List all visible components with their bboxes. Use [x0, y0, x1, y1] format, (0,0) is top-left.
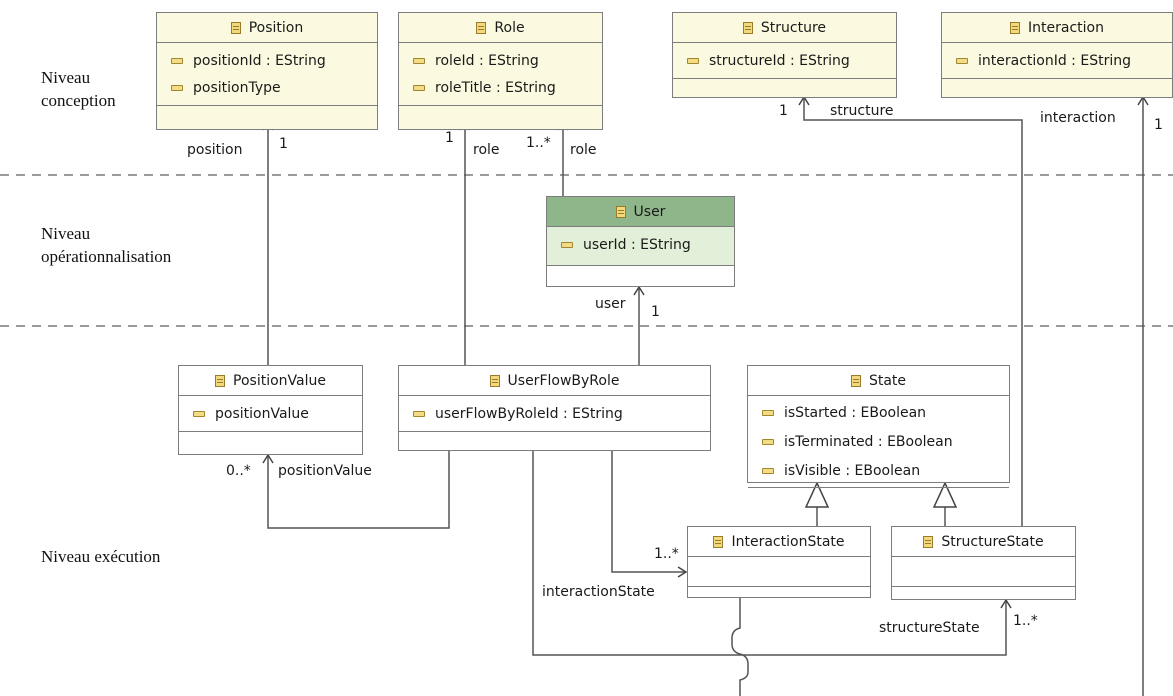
edge-userflowbyrole-structurestate — [532, 450, 1007, 656]
attribute[interactable]: isTerminated : EBoolean — [748, 427, 1009, 456]
edge-structurestate-structure — [803, 97, 1023, 526]
class-icon — [1010, 21, 1021, 34]
class-icon — [713, 535, 724, 548]
edge-label-interaction-multiplicity: 1 — [1154, 117, 1163, 133]
class-icon — [230, 21, 241, 34]
attribute[interactable]: isStarted : EBoolean — [748, 398, 1009, 427]
attribute-icon — [956, 57, 968, 64]
attribute[interactable]: interactionId : EString — [942, 47, 1172, 74]
class-user[interactable]: User userId : EString — [546, 196, 735, 287]
edge-userflowbyrole-interactionstate — [611, 450, 686, 573]
class-icon — [923, 535, 934, 548]
attribute[interactable]: positionId : EString — [157, 47, 377, 74]
level-label-execution: Niveau exécution — [41, 547, 161, 566]
attribute[interactable]: roleTitle : EString — [399, 74, 602, 101]
attribute[interactable]: userFlowByRoleId : EString — [399, 400, 710, 427]
class-icon — [476, 21, 487, 34]
class-position[interactable]: Position positionId : EString positionTy… — [156, 12, 378, 130]
edge-label-interaction-role: interaction — [1040, 110, 1116, 126]
class-icon — [489, 374, 500, 387]
attribute-icon — [171, 57, 183, 64]
arrowhead-structurestate — [1000, 598, 1012, 609]
edge-label-structurestate-role: structureState — [879, 620, 980, 636]
class-positionvalue[interactable]: PositionValue positionValue — [178, 365, 363, 455]
arrowhead-user — [633, 285, 645, 296]
class-icon — [850, 374, 861, 387]
attribute-icon — [762, 467, 774, 474]
class-interaction[interactable]: Interaction interactionId : EString — [941, 12, 1173, 98]
level-label-conception: Niveau conception — [41, 68, 116, 110]
class-state[interactable]: State isStarted : EBoolean isTerminated … — [747, 365, 1010, 488]
attribute[interactable]: isVisible : EBoolean — [748, 456, 1009, 485]
class-role[interactable]: Role roleId : EString roleTitle : EStrin… — [398, 12, 603, 130]
edge-label-positionvalue-role: positionValue — [278, 463, 372, 479]
edge-label-user-multiplicity: 1 — [651, 304, 660, 320]
attribute-icon — [171, 84, 183, 91]
attribute-icon — [413, 57, 425, 64]
attribute-icon — [687, 57, 699, 64]
attribute-icon — [762, 409, 774, 416]
arrowhead-positionvalue — [262, 453, 274, 464]
edge-label-position-multiplicity: 1 — [279, 136, 288, 152]
class-userflowbyrole[interactable]: UserFlowByRole userFlowByRoleId : EStrin… — [398, 365, 711, 451]
edge-label-structure-multiplicity: 1 — [779, 103, 788, 119]
arrowhead-interactionstate — [677, 566, 688, 578]
edge-label-user-role: user — [595, 296, 626, 312]
attribute[interactable]: positionValue — [179, 400, 362, 427]
edge-label-positionvalue-multiplicity: 0..* — [226, 463, 251, 479]
class-icon — [215, 374, 226, 387]
generalization-triangle-interactionstate — [804, 481, 830, 508]
attribute-icon — [561, 241, 573, 248]
edge-label-structurestate-multiplicity: 1..* — [1013, 613, 1038, 629]
edge-userflowbyrole-positionvalue — [267, 450, 450, 529]
edge-label-role-name-b: role — [570, 142, 597, 158]
edge-label-position-role: position — [187, 142, 243, 158]
attribute[interactable]: structureId : EString — [673, 47, 896, 74]
edge-label-role-name-a: role — [473, 142, 500, 158]
attribute[interactable]: userId : EString — [547, 231, 734, 258]
class-interactionstate[interactable]: InteractionState — [687, 526, 871, 598]
attribute-icon — [413, 84, 425, 91]
attribute[interactable]: roleId : EString — [399, 47, 602, 74]
attribute-icon — [762, 438, 774, 445]
class-icon — [742, 21, 753, 34]
edge-interactionstate-interaction — [731, 598, 749, 696]
attribute-icon — [413, 410, 425, 417]
edge-label-interactionstate-multiplicity: 1..* — [654, 546, 679, 562]
edge-label-role-multiplicity-b: 1..* — [526, 135, 551, 151]
edge-label-role-multiplicity-a: 1 — [445, 130, 454, 146]
attribute[interactable]: positionType — [157, 74, 377, 101]
generalization-triangle-structurestate — [932, 481, 958, 508]
edge-label-interactionstate-role: interactionState — [542, 584, 655, 600]
class-structurestate[interactable]: StructureState — [891, 526, 1076, 600]
edge-label-structure-role: structure — [830, 103, 894, 119]
class-icon — [615, 205, 626, 218]
level-label-operationnalisation: Niveau opérationnalisation — [41, 224, 172, 266]
class-structure[interactable]: Structure structureId : EString — [672, 12, 897, 98]
attribute-icon — [193, 410, 205, 417]
